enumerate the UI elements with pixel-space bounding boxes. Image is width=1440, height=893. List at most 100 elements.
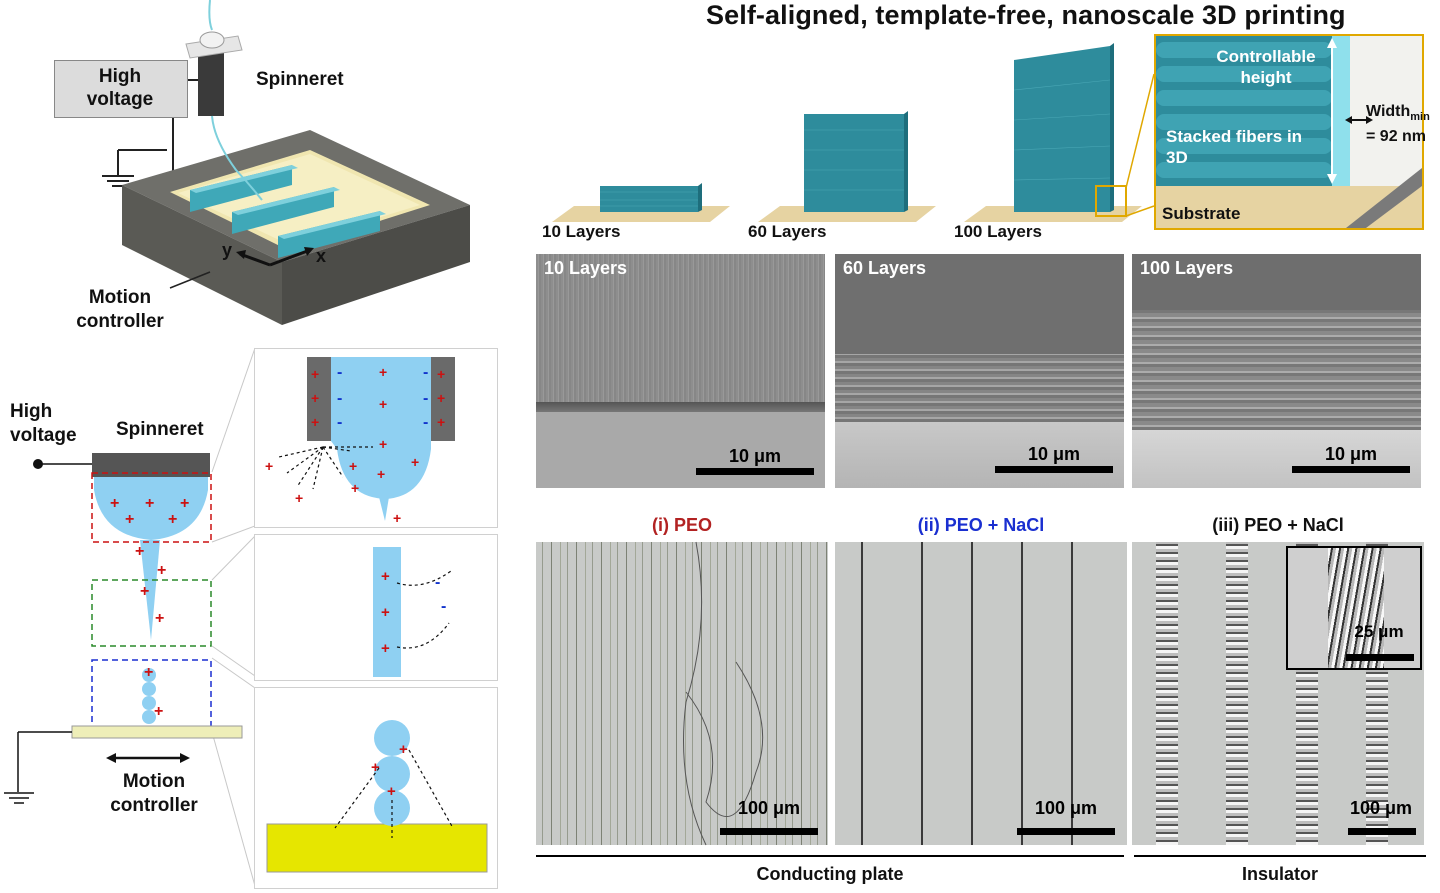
inset-height-label: Controllable height <box>1200 46 1332 88</box>
svg-text:+: + <box>168 511 177 528</box>
svg-text:+: + <box>349 458 357 474</box>
motion-line1: Motion <box>88 287 152 308</box>
inset-width-text: Width <box>1366 103 1411 120</box>
optical-scale-bar-2 <box>1017 828 1115 835</box>
schematic-hv-label: High voltage <box>10 400 77 448</box>
sem-scale-label-1: 10 μm <box>728 446 782 466</box>
svg-text:+: + <box>377 466 385 482</box>
ground-symbol <box>102 149 167 187</box>
svg-text:+: + <box>144 664 153 681</box>
svg-text:+: + <box>437 414 445 430</box>
optical-image-peo: 100 μm <box>536 541 828 846</box>
render-label-100: 100 Layers <box>954 222 1042 241</box>
svg-text:+: + <box>180 495 189 512</box>
svg-text:+: + <box>437 366 445 382</box>
optical-scale-label-1: 100 μm <box>737 798 801 818</box>
svg-text:+: + <box>311 414 319 430</box>
high-voltage-box <box>54 60 188 118</box>
svg-text:-: - <box>423 390 428 407</box>
inset-stacked-line1: Stacked fibers in <box>1166 127 1303 146</box>
svg-text:+: + <box>387 783 396 800</box>
svg-text:+: + <box>155 610 164 627</box>
inset-scale-bar <box>1346 654 1414 661</box>
svg-text:-: - <box>435 574 440 591</box>
schematic-motion-line1: Motion <box>122 771 186 792</box>
svg-text:+: + <box>135 543 144 560</box>
sem-label-100: 100 Layers <box>1140 258 1234 278</box>
svg-text:+: + <box>371 759 380 776</box>
svg-text:+: + <box>437 390 445 406</box>
sem-scale-bar-3 <box>1292 466 1410 473</box>
svg-text:+: + <box>379 436 387 452</box>
zoom-box-deposition: + + + <box>254 687 498 889</box>
svg-text:-: - <box>423 364 428 381</box>
svg-text:+: + <box>311 390 319 406</box>
footer-insulator: Insulator <box>1241 864 1318 884</box>
sem-image-60-layers: 60 Layers 10 μm <box>835 254 1124 488</box>
svg-text:+: + <box>399 741 408 758</box>
render-label-60: 60 Layers <box>748 222 827 241</box>
inset-height-line1: Controllable <box>1216 47 1316 66</box>
axis-arrows <box>236 247 314 267</box>
motion-line2: controller <box>76 311 164 332</box>
svg-text:+: + <box>379 396 387 412</box>
svg-text:+: + <box>110 495 119 512</box>
spinneret-device <box>185 0 263 201</box>
inset-scale-label: 25 μm <box>1354 622 1404 641</box>
sem-label-10: 10 Layers <box>544 258 628 278</box>
optical-scale-bar-3 <box>1348 828 1416 835</box>
spinneret-label: Spinneret <box>256 69 344 90</box>
svg-text:-: - <box>337 390 342 407</box>
high-voltage-label: High voltage <box>54 65 186 111</box>
svg-text:+: + <box>379 364 387 380</box>
sem-scale-bar-1 <box>696 468 814 475</box>
render-label-10: 10 Layers <box>542 222 621 241</box>
inset-width-label: Widthmin = 92 nm <box>1366 102 1430 147</box>
svg-text:+: + <box>125 511 134 528</box>
inset-width-sub: min <box>1410 111 1430 124</box>
svg-text:+: + <box>381 640 390 657</box>
svg-text:+: + <box>140 583 149 600</box>
motion-controller-label: Motion controller <box>70 286 170 334</box>
optical-image-peo-nacl-insulator: 25 μm 100 μm <box>1132 542 1424 845</box>
schematic-hv-line2: voltage <box>10 425 77 446</box>
sem-image-10-layers: 10 Layers 10 μm <box>536 254 825 488</box>
hv-line2: voltage <box>86 89 154 110</box>
inset-zoom: Controllable height Stacked fibers in 3D… <box>1154 34 1430 230</box>
optical-caption-1: (i) PEO <box>651 515 712 535</box>
zoom-box-jet: +++ -- <box>254 534 498 681</box>
svg-text:+: + <box>381 604 390 621</box>
svg-text:+: + <box>157 562 166 579</box>
inset-stacked-label: Stacked fibers in 3D <box>1166 126 1302 168</box>
optical-scale-label-3: 100 μm <box>1349 798 1413 818</box>
sem-image-100-layers: 100 Layers 10 μm <box>1132 254 1421 488</box>
sem-scale-label-2: 10 μm <box>1027 444 1081 464</box>
svg-text:+: + <box>145 495 154 512</box>
optical-caption-3: (iii) PEO + NaCl <box>1212 515 1344 535</box>
footer-line-conducting <box>536 855 1124 857</box>
svg-text:+: + <box>351 480 359 496</box>
axis-y-label: y <box>222 240 233 260</box>
schematic-motion-label: Motion controller <box>104 770 204 818</box>
figure-title: Self-aligned, template-free, nanoscale 3… <box>706 0 1346 30</box>
optical-zoom-inset: 25 μm <box>1286 546 1422 670</box>
axis-x-label: x <box>316 246 327 266</box>
footer-conducting-plate: Conducting plate <box>756 864 904 884</box>
setup-illustration <box>102 0 470 325</box>
schematic-spinneret-label: Spinneret <box>116 419 204 440</box>
schematic-motion-line2: controller <box>110 795 198 816</box>
svg-text:+: + <box>381 568 390 585</box>
svg-text:+: + <box>265 458 273 474</box>
sem-scale-bar-2 <box>995 466 1113 473</box>
svg-text:-: - <box>337 414 342 431</box>
inset-width-value: = 92 nm <box>1366 128 1427 146</box>
inset-height-line2: height <box>1240 68 1292 87</box>
hv-line1: High <box>98 66 142 87</box>
optical-image-peo-nacl-conducting: 100 μm <box>835 542 1127 845</box>
inset-stacked-line2: 3D <box>1166 148 1188 167</box>
sem-scale-label-3: 10 μm <box>1324 444 1378 464</box>
schematic-diagram: +++ ++ ++ ++ ++ <box>4 347 256 887</box>
schematic-hv-line1: High <box>10 401 53 422</box>
optical-caption-2: (ii) PEO + NaCl <box>917 515 1045 535</box>
sem-label-60: 60 Layers <box>843 258 927 278</box>
